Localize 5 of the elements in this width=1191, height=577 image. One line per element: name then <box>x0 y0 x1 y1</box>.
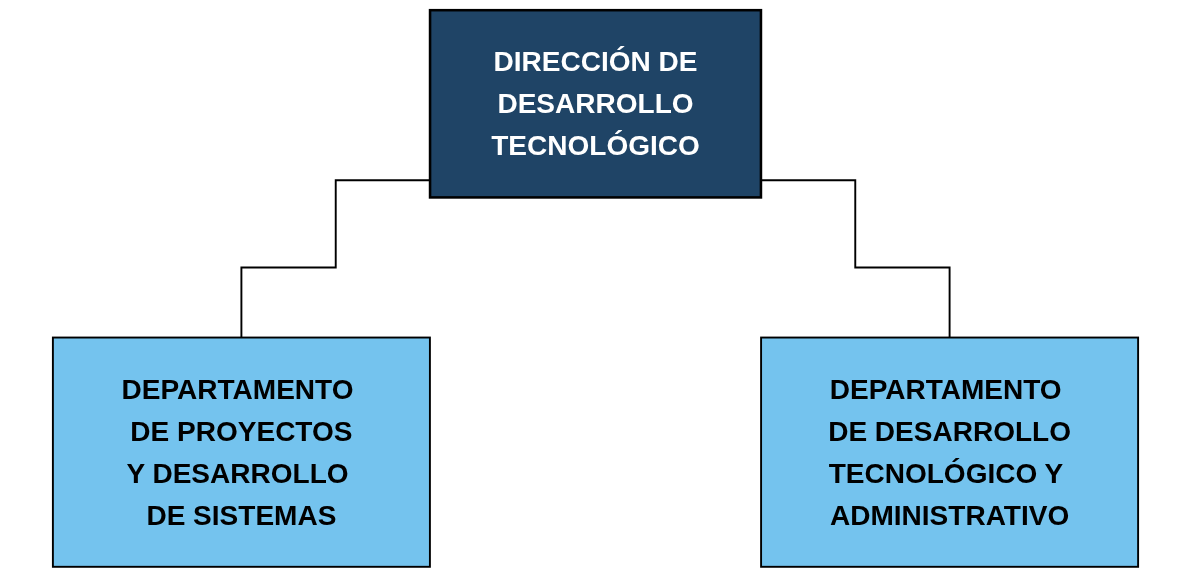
connector <box>760 179 951 339</box>
node-box: DEPARTAMENTO DE PROYECTOS Y DESARROLLO DE SISTEMAS <box>51 336 431 568</box>
connector <box>240 179 431 339</box>
node-box: DIRECCIÓN DE DESARROLLO TECNOLÓGICO <box>428 8 763 199</box>
node-box: DEPARTAMENTO DE DESARROLLO TECNOLÓGICO Y ADMINISTRATIVO <box>760 336 1140 568</box>
